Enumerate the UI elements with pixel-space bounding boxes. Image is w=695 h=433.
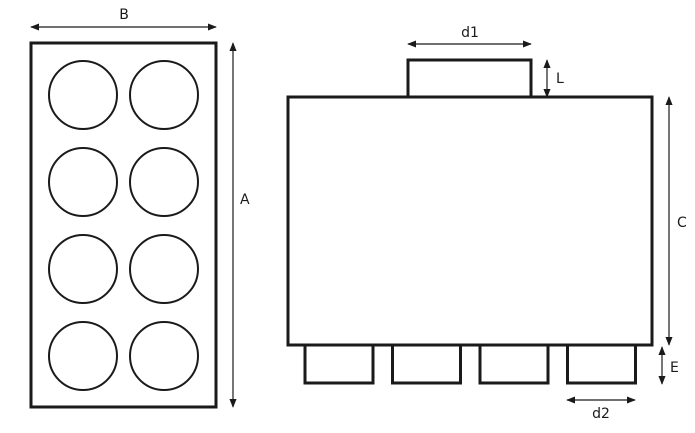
height-label: A <box>240 192 250 208</box>
inlet-length-label: L <box>556 71 564 87</box>
front-view-plate <box>29 41 218 409</box>
opening-circle <box>129 147 199 217</box>
plenum-body <box>286 95 654 347</box>
outlet-diameter-label: d2 <box>592 406 610 422</box>
outlet-spigot <box>566 343 637 385</box>
outlet-spigots <box>303 343 637 385</box>
opening-circle <box>129 60 199 130</box>
inlet-spigot <box>406 58 533 99</box>
opening-circle <box>48 321 118 391</box>
opening-circle <box>129 234 199 304</box>
outlet-spigot <box>303 343 375 385</box>
side-view: d1 L C E d2 <box>286 25 687 422</box>
inlet-diameter-label: d1 <box>461 25 479 41</box>
front-openings <box>48 60 199 391</box>
outlet-spigot <box>391 343 462 385</box>
opening-circle <box>48 147 118 217</box>
opening-circle <box>48 60 118 130</box>
width-label: B <box>119 7 129 23</box>
opening-circle <box>129 321 199 391</box>
outlet-spigot <box>478 343 550 385</box>
opening-circle <box>48 234 118 304</box>
outlet-length-label: E <box>670 360 679 376</box>
body-height-label: C <box>677 215 687 231</box>
front-view: B A <box>29 7 250 409</box>
